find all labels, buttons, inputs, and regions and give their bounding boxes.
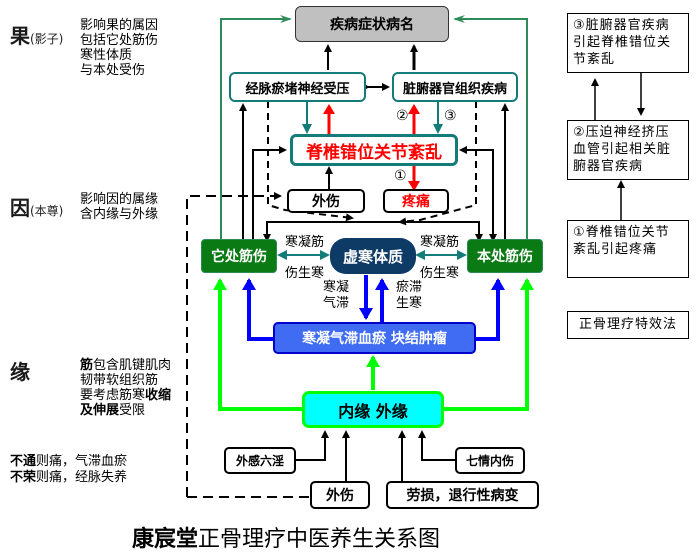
yuan-desc-part: 包含肌键肌肉 韧带软组织筋 要考虑筋寒 [80, 358, 172, 403]
cold-tendon-left-label: 寒凝筋 [285, 235, 325, 250]
circle-1-label: ① [394, 168, 407, 184]
guo-description: 影响果的属因 包括它处筋伤 寒性体质 与本处受伤 [80, 18, 159, 78]
injury-cold-right-label: 伤生寒 [420, 266, 460, 281]
yuan-desc-part: 收缩 及伸展 [80, 388, 172, 418]
node-trauma-bottom: 外伤 [310, 481, 370, 509]
circle-3-label: ③ [444, 108, 457, 124]
node-cold-constitution: 虚寒体质 [330, 238, 416, 274]
node-trauma-top: 外伤 [287, 189, 365, 213]
stasis-cold-label: 瘀滞 生寒 [396, 280, 423, 311]
yuan-desc-part: 筋 [80, 358, 94, 373]
side-box-2: ②压迫神经挤压血管引起相关脏腑器官疾病 [567, 120, 689, 180]
yuan-char: 缘 [10, 360, 30, 384]
burong-bold: 不荣 [10, 470, 37, 485]
yuan-desc-part: 受限 [119, 403, 146, 418]
node-pain: 疼痛 [383, 189, 449, 213]
side-box-1: ①脊椎错位关节紊乱引起疼痛 [567, 220, 689, 278]
burong-rest: 则痛，经脉失养 [36, 470, 128, 485]
yin-paren: (本尊) [30, 204, 64, 218]
yin-description: 影响因的属缘 含内缘与外缘 [80, 192, 159, 222]
side-box-method: 正骨理疗特效法 [567, 311, 689, 339]
butong-rest: 则痛，气滞血瘀 [36, 454, 128, 469]
title-brand: 康宸堂 [132, 526, 199, 552]
guo-paren: (影子) [30, 32, 64, 46]
node-spine: 脊椎错位关节紊乱 [290, 134, 458, 166]
yin-char: 因 [10, 196, 30, 220]
page-title: 康宸堂正骨理疗中医养生关系图 [132, 521, 440, 553]
node-inner-outer: 内缘 外缘 [302, 391, 444, 428]
injury-cold-left-label: 伤生寒 [285, 266, 325, 281]
guo-label: 果(影子) [10, 20, 63, 49]
butong-bold: 不通 [10, 454, 37, 469]
node-emotions: 七情内伤 [455, 447, 525, 474]
side-box-3: ③脏腑器官疾病引起脊椎错位关节紊乱 [567, 13, 689, 73]
yin-label: 因(本尊) [10, 192, 63, 221]
cold-qi-label: 寒凝 气滞 [323, 280, 350, 311]
node-strain: 劳损，退行性病变 [386, 481, 539, 509]
node-disease-name: 疾病症状病名 [295, 6, 449, 42]
node-meridian: 经脉瘀堵神经受压 [229, 72, 366, 102]
node-stagnation: 寒凝气滞血瘀 块结肿瘤 [273, 322, 476, 354]
burong-note: 不荣则痛，经脉失养 [10, 470, 127, 485]
butong-note: 不通则痛，气滞血瘀 [10, 454, 127, 469]
node-local-injury: 本处筋伤 [467, 239, 543, 273]
node-external-evils: 外感六淫 [224, 447, 296, 474]
yuan-description: 筋包含肌键肌肉 韧带软组织筋 要考虑筋寒收缩 及伸展受限 [80, 358, 171, 418]
node-other-injury: 它处筋伤 [201, 239, 277, 273]
node-organ: 脏腑器官组织疾病 [392, 72, 518, 102]
cold-tendon-right-label: 寒凝筋 [420, 235, 460, 250]
guo-char: 果 [10, 24, 30, 48]
circle-2-label: ② [396, 108, 409, 124]
title-rest: 正骨理疗中医养生关系图 [198, 527, 441, 552]
